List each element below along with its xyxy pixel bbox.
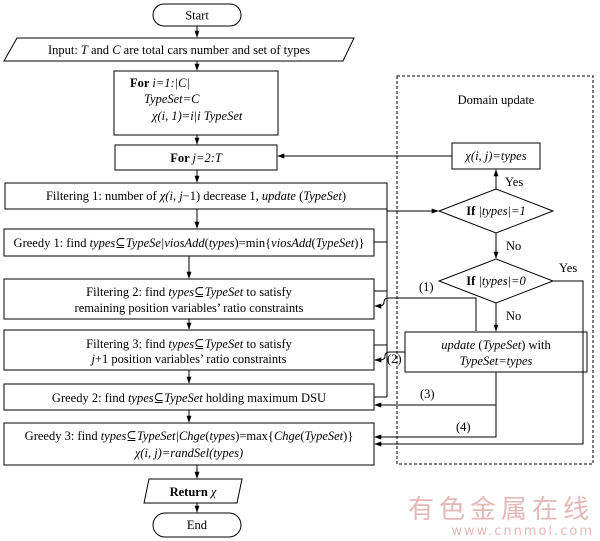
yes-label-1: Yes (505, 175, 523, 189)
update-line2: TypeSet=types (460, 354, 533, 368)
filtering-2-line1: Filtering 2: find types⊆TypeSet to satis… (86, 285, 292, 299)
init-chi-line: χ(i, 1)=i|i TypeSet (151, 109, 243, 123)
yes-2-connector (374, 280, 584, 447)
path-4-label: (4) (456, 420, 471, 434)
start-label: Start (185, 9, 209, 23)
init-box (113, 70, 279, 136)
decision-2-text: If |types|=0 (466, 274, 526, 288)
path-2-label: (2) (387, 352, 402, 366)
greedy-3-box (3, 422, 375, 466)
init-typeset-line: TypeSet=C (144, 92, 200, 106)
input-text: Input: T and C are total cars number and… (48, 43, 310, 57)
end-terminal (152, 512, 242, 538)
filtering-3-line1: Filtering 3: find types⊆TypeSet to satis… (86, 337, 292, 351)
filtering-1-text: Filtering 1: number of χ(i, j−1) decreas… (46, 189, 346, 203)
loop-for-line: For j=2:T (170, 151, 223, 165)
path-2-connector (374, 351, 405, 363)
watermark-cn: 有色金属在线 (407, 495, 594, 525)
greedy-3-line2: χ(i, j)=randSel(types) (134, 446, 243, 460)
filtering-3-line2: j+1 position variables’ ratio constraint… (90, 352, 287, 366)
watermark: 有色金属在线 www.cnnmol.com (408, 496, 594, 539)
loop-box (114, 144, 278, 171)
filtering-2-box (3, 278, 375, 320)
domain-update-frame (396, 75, 594, 465)
path-3-label: (3) (420, 387, 435, 401)
assign-text: χ(i, j)=types (464, 149, 526, 163)
update-box (404, 331, 588, 373)
filtering-3-box (3, 329, 375, 371)
greedy-1-text: Greedy 1: find types⊆TypeSe|viosAdd(type… (14, 236, 365, 250)
update-line1: update (TypeSet) with (441, 338, 551, 352)
domain-update-title: Domain update (458, 93, 535, 107)
path-3-connector (374, 372, 497, 408)
assign-box (451, 142, 541, 170)
greedy-3-line1: Greedy 3: find types⊆TypeSet|Chge(types)… (25, 429, 354, 443)
no-label-1: No (506, 239, 521, 253)
path-1-label: (1) (419, 280, 434, 294)
greedy-2-text: Greedy 2: find types⊆TypeSet holding max… (52, 391, 326, 405)
watermark-url: www.cnnmol.com (451, 524, 594, 539)
no-label-2: No (506, 309, 521, 323)
end-label: End (187, 518, 208, 532)
init-for-line: For i=1:|C| (130, 76, 190, 90)
collector-connector (374, 195, 439, 398)
return-text: Return χ (170, 485, 217, 499)
yes-label-2: Yes (559, 261, 577, 275)
path-4-connector (374, 405, 497, 440)
decision-1-text: If |types|=1 (466, 204, 525, 218)
return-parallelogram (143, 478, 243, 504)
path-1-connector (374, 297, 477, 331)
input-parallelogram (3, 37, 355, 62)
filtering-2-line2: remaining position variables’ ratio cons… (75, 301, 304, 315)
